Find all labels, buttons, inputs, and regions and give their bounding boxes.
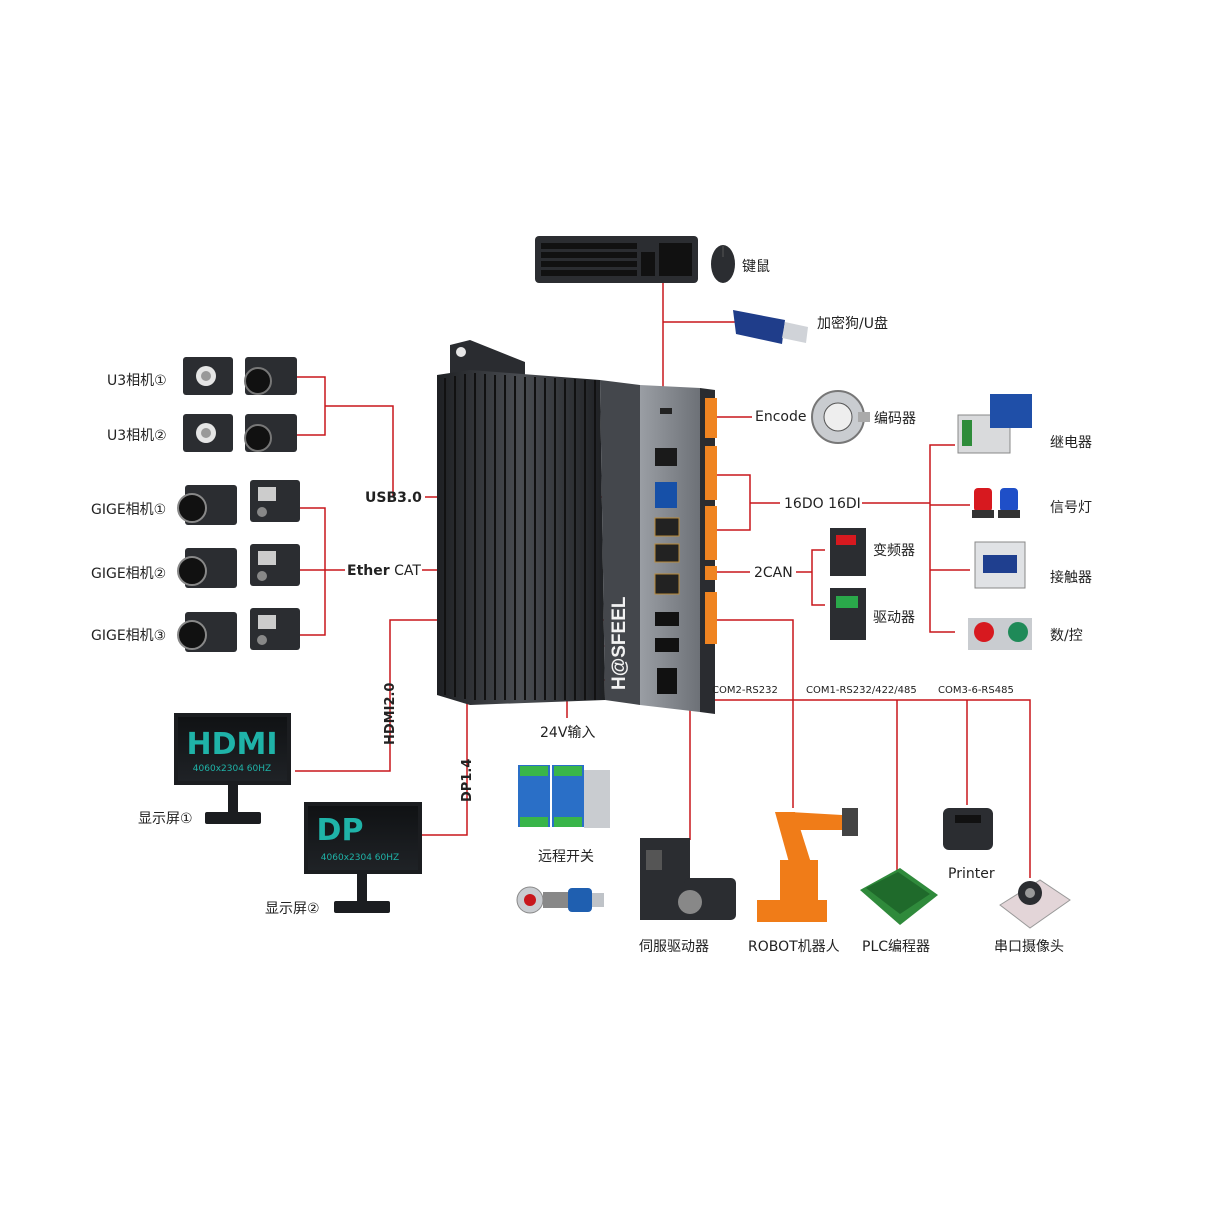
robot-arm-icon [757,808,858,922]
wire-gige-cameras [300,507,326,636]
dp-port-label: DP1.4 [460,758,475,802]
dio-label: 16DO 16DI [784,496,861,512]
wire-com-bus [689,699,1031,878]
encoder-port-label: Encode [755,409,807,425]
remote-switch-icon [516,886,604,914]
wire-u3-trunk [325,405,394,497]
screen2-label: 显示屏② [265,901,320,917]
gige-camera-1 [177,480,300,525]
monitor-2: DP 4060x2304 60HZ [304,802,422,913]
brand-logo: H@SFEEL [609,596,630,690]
gige-camera-1-label: GIGE相机① [91,502,167,518]
wire-robot [716,619,794,808]
led-icon [660,408,672,414]
com3-label: COM3-6-RS485 [938,685,1014,696]
terminal-block-icon [705,398,717,438]
power-port-icon [657,668,677,694]
plc-label: PLC编程器 [862,939,931,955]
keyboard-icon [535,236,698,283]
com1-label: COM1-RS232/422/485 [806,685,917,696]
usb-port-icon [655,448,677,466]
can-label: 2CAN [754,565,793,581]
contactor-label: 接触器 [1050,570,1092,586]
pc-side [600,380,640,705]
ethercat-label-bold: Ether [347,563,390,579]
inverter-label: 变频器 [873,543,915,559]
industrial-pc: H@SFEEL [437,340,717,714]
heatsink-fins [444,373,596,700]
gige-camera-2-label: GIGE相机② [91,566,167,582]
inverter-icon [830,528,866,576]
screen1-title: HDMI [186,727,277,762]
screen2-resolution: 4060x2304 60HZ [321,853,399,863]
servo-label: 伺服驱动器 [639,939,709,955]
ethernet-port-icon [654,573,680,595]
u3-camera-2-label: U3相机② [107,428,167,444]
gige-camera-3 [177,608,300,652]
screen2-title: DP [317,813,364,848]
relay-icon [957,394,1032,454]
printer-icon [943,808,993,850]
ethernet-port-icon [654,543,680,563]
keyboard-mouse-label: 键鼠 [742,259,770,275]
digital-control-label: 数/控 [1050,628,1083,644]
gige-camera-3-label: GIGE相机③ [91,628,167,644]
wire-u3-cameras [295,376,326,436]
robot-label: ROBOT机器人 [748,939,840,955]
terminal-block-icon [705,566,717,580]
wire-can-bus [811,549,825,606]
encoder-label: 编码器 [874,411,916,427]
encoder-icon [811,390,870,444]
relay-label: 继电器 [1050,435,1092,451]
power-input-label: 24V输入 [540,725,596,741]
signal-light-label: 信号灯 [1050,500,1092,516]
driver-icon [830,588,866,640]
hdmi-port-icon [655,612,679,626]
power-supply-icon [518,765,610,828]
serial-camera-label: 串口摄像头 [994,939,1064,955]
remote-switch-label: 远程开关 [538,849,594,865]
ethercat-label: Ether CAT [347,563,421,579]
printer-label: Printer [948,866,995,882]
gige-camera-2 [177,544,300,588]
u3-camera-1-label: U3相机① [107,373,167,389]
ethernet-port-icon [654,517,680,537]
push-button-icon [968,618,1032,650]
serial-camera-icon [999,879,1071,929]
screen1-resolution: 4060x2304 60HZ [193,764,271,774]
mouse-icon [711,245,735,283]
terminal-block-icon [705,446,717,500]
plc-board-icon [860,868,938,925]
dp-port-icon [655,638,679,652]
terminal-block-icon [705,592,717,644]
ethercat-label-rest: CAT [389,563,421,579]
screen1-label: 显示屏① [138,811,193,827]
u3-camera-1 [183,357,297,395]
contactor-icon [974,541,1026,589]
monitor-1: HDMI 4060x2304 60HZ [174,713,291,824]
usb3-port-icon [655,482,677,508]
driver-label: 驱动器 [873,610,915,626]
u3-camera-2 [183,414,297,452]
usb-label: USB3.0 [365,490,422,506]
hdmi-port-label: HDMI2.0 [383,682,398,745]
heatsink [437,370,605,705]
mount-hole-icon [456,347,466,357]
wire-dio-bus [929,444,955,633]
servo-drive-icon [640,838,736,920]
terminal-block-icon [705,506,717,560]
wire-dio [716,474,751,531]
usb-dongle-icon [733,310,808,344]
signal-light-icon [972,488,1020,518]
com2-label: COM2-RS232 [712,685,778,696]
dongle-label: 加密狗/U盘 [817,316,888,332]
